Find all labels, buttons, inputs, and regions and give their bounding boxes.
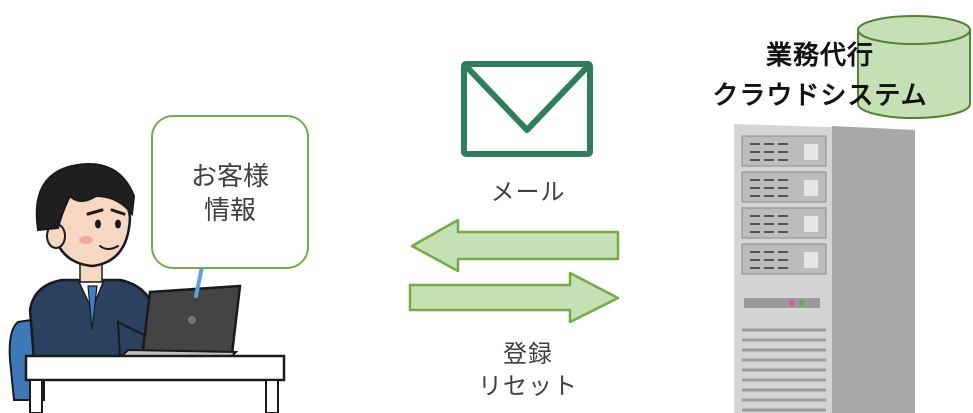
customer-info-line1: お客様: [190, 162, 269, 192]
arrow-label: 登録 リセット: [438, 338, 618, 402]
mail-envelope-icon: [461, 61, 593, 157]
system-title-line2: クラウドシステム: [712, 81, 928, 111]
arrow-label-line1: 登録: [503, 340, 553, 368]
person-illustration: [8, 163, 286, 413]
mail-label: メール: [490, 178, 566, 206]
customer-info-bubble: [151, 115, 309, 269]
customer-info-label: お客様 情報: [151, 160, 309, 228]
arrow-label-line2: リセット: [478, 372, 578, 400]
arrow-left-to-client: [410, 218, 620, 273]
server-tower-illustration: [734, 124, 915, 413]
bubble-tail: [194, 265, 204, 298]
customer-info-line2: 情報: [203, 196, 256, 226]
arrow-right-to-system: [408, 271, 620, 324]
database-cylinder-icon: [857, 15, 971, 119]
system-title: 業務代行 クラウドシステム: [690, 36, 950, 116]
system-title-line1: 業務代行: [765, 41, 874, 71]
